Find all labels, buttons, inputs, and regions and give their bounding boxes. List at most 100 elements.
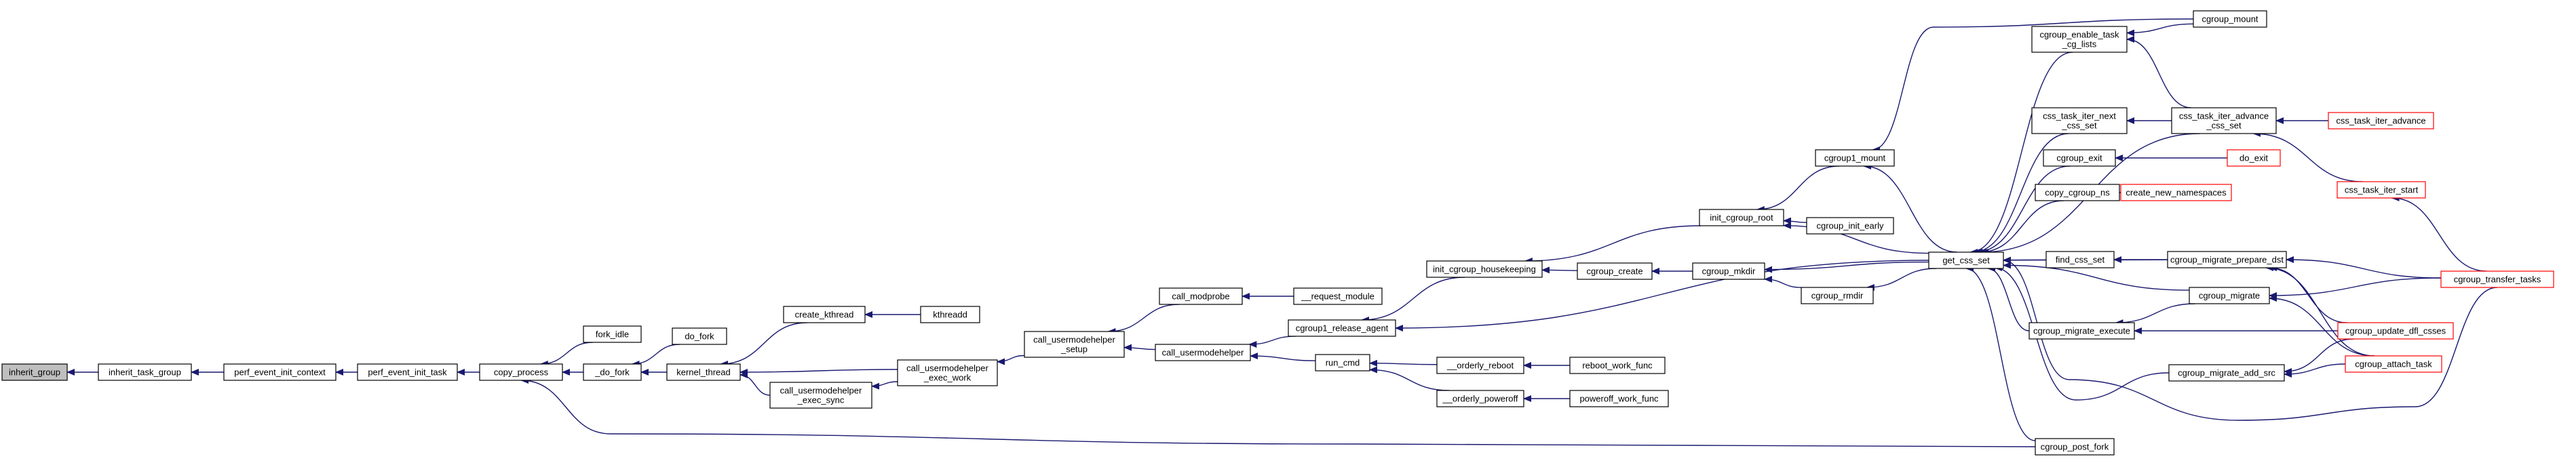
node-cuh_exec_sync[interactable]: call_usermodehelper_exec_sync [769, 382, 872, 409]
node-box [666, 363, 741, 381]
node-css_task_iter_next_css_set[interactable]: css_task_iter_next_css_set [2031, 107, 2128, 134]
node-box [1569, 390, 1669, 407]
edge-get_css_set-to-cgroup1_release_agent [1395, 260, 1929, 331]
node-cgroup_mount[interactable]: cgroup_mount [2193, 10, 2267, 28]
edge-init_cgroup_housekeeping-to-cgroup1_release_agent [1360, 277, 1465, 323]
node-css_task_iter_start[interactable]: css_task_iter_start [2337, 181, 2426, 199]
node-cgroup_migrate_prepare_dst[interactable]: cgroup_migrate_prepare_dst [2167, 251, 2287, 268]
edge-cgroup_transfer_tasks-to-cgroup_migrate_prepare_dst [2286, 256, 2442, 279]
node-reboot_work_func[interactable]: reboot_work_func [1569, 357, 1666, 374]
node-label: _setup [1060, 344, 1088, 355]
node-cgroup_post_fork[interactable]: cgroup_post_fork [2035, 438, 2115, 456]
node-run_cmd[interactable]: run_cmd [1315, 354, 1370, 371]
node-cgroup_init_early[interactable]: cgroup_init_early [1806, 217, 1894, 235]
node-fork_idle[interactable]: fork_idle [583, 325, 642, 343]
edge-call_usermodehelper-to-cuh_setup [1123, 344, 1156, 351]
node-call_modprobe[interactable]: call_modprobe [1159, 287, 1243, 305]
node-box [897, 359, 998, 386]
edge-call_modprobe-to-cuh_setup [1107, 304, 1180, 335]
edge-get_css_set-to-cgroup_mkdir [1764, 261, 1929, 273]
node-cuh_exec_work[interactable]: call_usermodehelper_exec_work [897, 359, 998, 386]
edge-cgroup_rmdir-to-cgroup_mkdir [1764, 275, 1802, 288]
node-cgroup_exit[interactable]: cgroup_exit [2043, 149, 2116, 167]
node-find_css_set[interactable]: find_css_set [2045, 251, 2115, 268]
node-inherit_task_group[interactable]: inherit_task_group [98, 363, 192, 381]
node-cgroup_migrate_add_src[interactable]: cgroup_migrate_add_src [2168, 364, 2285, 382]
edge-cgroup_migrate-to-get_css_set [2003, 262, 2190, 291]
node-do_fork[interactable]: do_fork [672, 327, 727, 345]
node-call_usermodehelper[interactable]: call_usermodehelper [1155, 344, 1251, 361]
edge-cgroup_attach_task-to-cgroup_migrate_prepare_dst [2265, 264, 2375, 357]
node-init_cgroup_housekeeping[interactable]: init_cgroup_housekeeping [1426, 260, 1543, 278]
edge-arrow [2391, 195, 2487, 272]
node-cgroup_mkdir[interactable]: cgroup_mkdir [1692, 262, 1765, 280]
node-css_task_iter_advance[interactable]: css_task_iter_advance [2328, 112, 2434, 129]
edge-arrow [1969, 52, 2073, 256]
node-kthreadd[interactable]: kthreadd [920, 306, 980, 323]
node-perf_event_init_context[interactable]: perf_event_init_context [223, 363, 337, 381]
edge-arrow [2252, 130, 2363, 182]
edge-arrow [739, 368, 898, 376]
node-get_css_set[interactable]: get_css_set [1928, 251, 2004, 269]
edge-copy_cgroup_ns-to-get_css_set [1978, 200, 2064, 256]
node-box [583, 363, 642, 381]
node-box [1806, 217, 1894, 235]
edge-cuh_exec_work-to-kernel_thread [739, 368, 898, 376]
edge-cgroup_transfer_tasks-to-get_css_set [2003, 257, 2498, 421]
node-cgroup1_mount[interactable]: cgroup1_mount [1815, 149, 1895, 167]
edge-cgroup_transfer_tasks-to-cgroup_migrate [2269, 277, 2442, 299]
node-label: cgroup_migrate_execute [2033, 326, 2130, 336]
edge-arrow [2284, 338, 2355, 375]
node-orderly_reboot[interactable]: __orderly_reboot [1436, 357, 1524, 374]
node-cgroup_migrate[interactable]: cgroup_migrate [2189, 287, 2270, 304]
edge-cgroup_post_fork-to-get_css_set [1965, 265, 2036, 441]
node-do_exit[interactable]: do_exit [2227, 149, 2281, 167]
node-label: cgroup_transfer_tasks [2454, 275, 2541, 285]
node-orderly_poweroff[interactable]: __orderly_poweroff [1436, 390, 1524, 407]
node-box [223, 363, 337, 381]
node-poweroff_work_func[interactable]: poweroff_work_func [1569, 390, 1669, 407]
node-copy_cgroup_ns[interactable]: copy_cgroup_ns [2035, 184, 2120, 201]
node-kernel_thread[interactable]: kernel_thread [666, 363, 741, 381]
node-cgroup_update_dfl_csses[interactable]: cgroup_update_dfl_csses [2337, 322, 2454, 340]
node-box [2043, 149, 2116, 167]
edge-cuh_exec_work-to-cuh_exec_sync [871, 381, 898, 390]
node-perf_event_init_task[interactable]: perf_event_init_task [357, 363, 458, 381]
node-cuh_setup[interactable]: call_usermodehelper_setup [1024, 331, 1125, 358]
edge-arrow [1972, 133, 2069, 256]
node-cgroup_rmdir[interactable]: cgroup_rmdir [1801, 287, 1874, 304]
node-box [2171, 107, 2277, 134]
nodes-layer: inherit_group inherit_task_group perf_even… [1, 10, 2554, 456]
node-inherit_group[interactable]: inherit_group [1, 363, 68, 381]
edge-arrow [2269, 295, 2375, 357]
edge-cgroup_attach_task-to-cgroup_migrate_add_src [2284, 363, 2346, 378]
node-box [1024, 331, 1125, 358]
edge-arrow [871, 381, 898, 390]
edge-arrow [2126, 23, 2194, 37]
edge-cgroup_migrate-to-cgroup_migrate_execute [2115, 303, 2195, 326]
node-cgroup_attach_task[interactable]: cgroup_attach_task [2345, 355, 2442, 373]
edge-orderly_reboot-to-run_cmd [1369, 359, 1438, 367]
node-create_kthread[interactable]: create_kthread [783, 306, 866, 323]
node-label: cgroup_migrate [2199, 291, 2260, 301]
node-cgroup_create[interactable]: cgroup_create [1577, 262, 1653, 280]
node-copy_process[interactable]: copy_process [479, 363, 563, 381]
node-css_task_iter_advance_css_set[interactable]: css_task_iter_advance_css_set [2171, 107, 2277, 134]
edge-cuh_setup-to-cuh_exec_work [997, 355, 1025, 365]
edge-cgroup_attach_task-to-cgroup_migrate [2269, 295, 2375, 357]
node-request_module[interactable]: __request_module [1293, 287, 1383, 305]
node-init_cgroup_root[interactable]: init_cgroup_root [1699, 209, 1784, 226]
node-box [583, 325, 642, 343]
node-box [1, 363, 68, 381]
node-box [2227, 149, 2281, 167]
node-cgroup_transfer_tasks[interactable]: cgroup_transfer_tasks [2440, 270, 2554, 288]
edge-arrow [1783, 217, 1807, 224]
node-create_new_namespaces[interactable]: create_new_namespaces [2120, 184, 2232, 201]
node-cgroup_migrate_execute[interactable]: cgroup_migrate_execute [2029, 322, 2135, 340]
node-_do_fork[interactable]: _do_fork [583, 363, 642, 381]
node-label: call_usermodehelper [780, 386, 862, 396]
node-cgroup_enable_task_cg_lists[interactable]: cgroup_enable_task_cg_lists [2031, 26, 2128, 53]
node-box [1288, 319, 1396, 337]
node-cgroup1_release_agent[interactable]: cgroup1_release_agent [1288, 319, 1396, 337]
node-label: kthreadd [933, 310, 967, 320]
